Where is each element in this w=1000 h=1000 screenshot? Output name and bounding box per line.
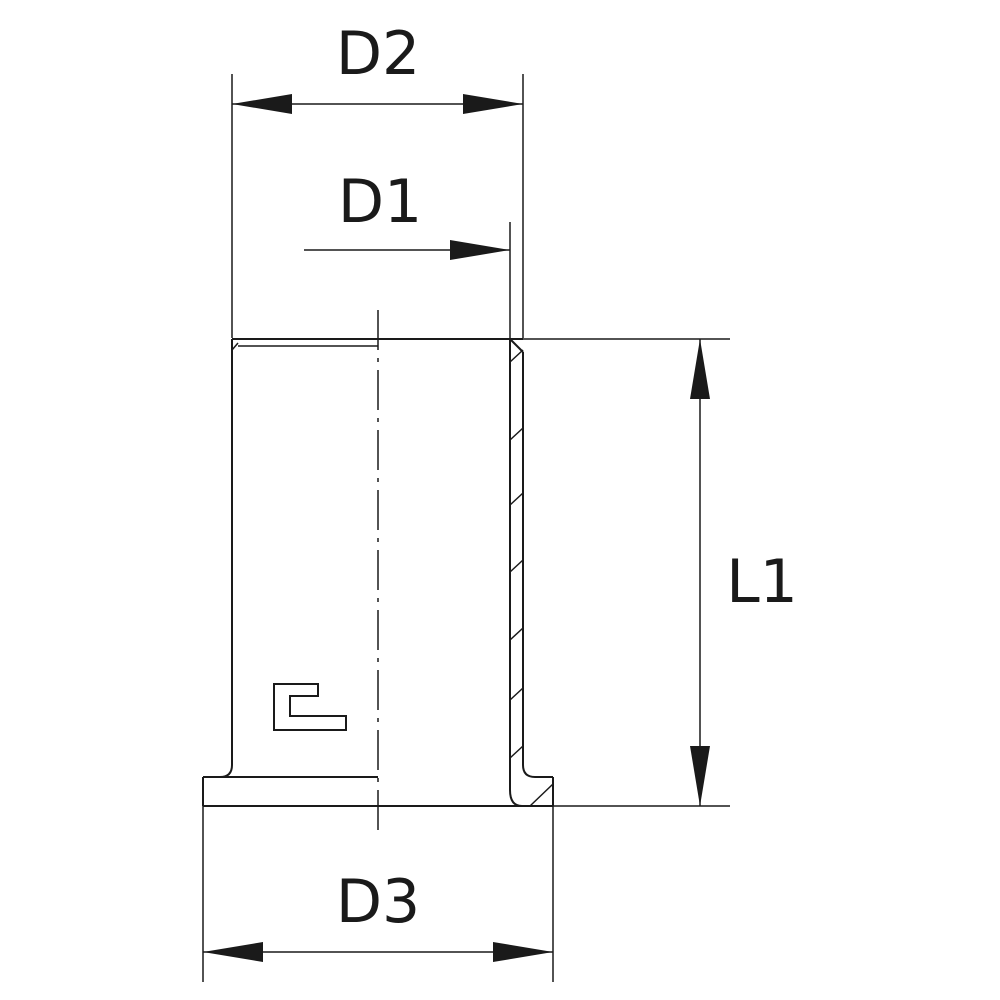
dimension-label-d1: D1 [338, 167, 422, 237]
l1-arrow-bottom [690, 746, 710, 806]
dimension-label-l1: L1 [726, 547, 798, 617]
dimension-label-d3: D3 [336, 867, 420, 937]
d2-arrow-right [463, 94, 523, 114]
dimension-label-d2: D2 [336, 19, 420, 89]
d3-arrow-left [203, 942, 263, 962]
dimension-d3 [202, 806, 554, 982]
flange-inner-corner-right [509, 789, 523, 807]
flange-profile-icon [273, 683, 347, 731]
dimension-l1 [523, 338, 730, 807]
dimension-d1 [304, 222, 511, 340]
flange-fillet-left [219, 764, 233, 778]
d1-arrow-right [450, 240, 510, 260]
section-hatching [509, 349, 554, 807]
bushing-body [202, 338, 554, 807]
flange-fillet-right [522, 764, 536, 778]
l1-arrow-top [690, 339, 710, 399]
d2-arrow-left [232, 94, 292, 114]
d3-arrow-right [493, 942, 553, 962]
dimension-d2 [231, 74, 524, 338]
tube-top-right-chamfer [509, 338, 524, 353]
